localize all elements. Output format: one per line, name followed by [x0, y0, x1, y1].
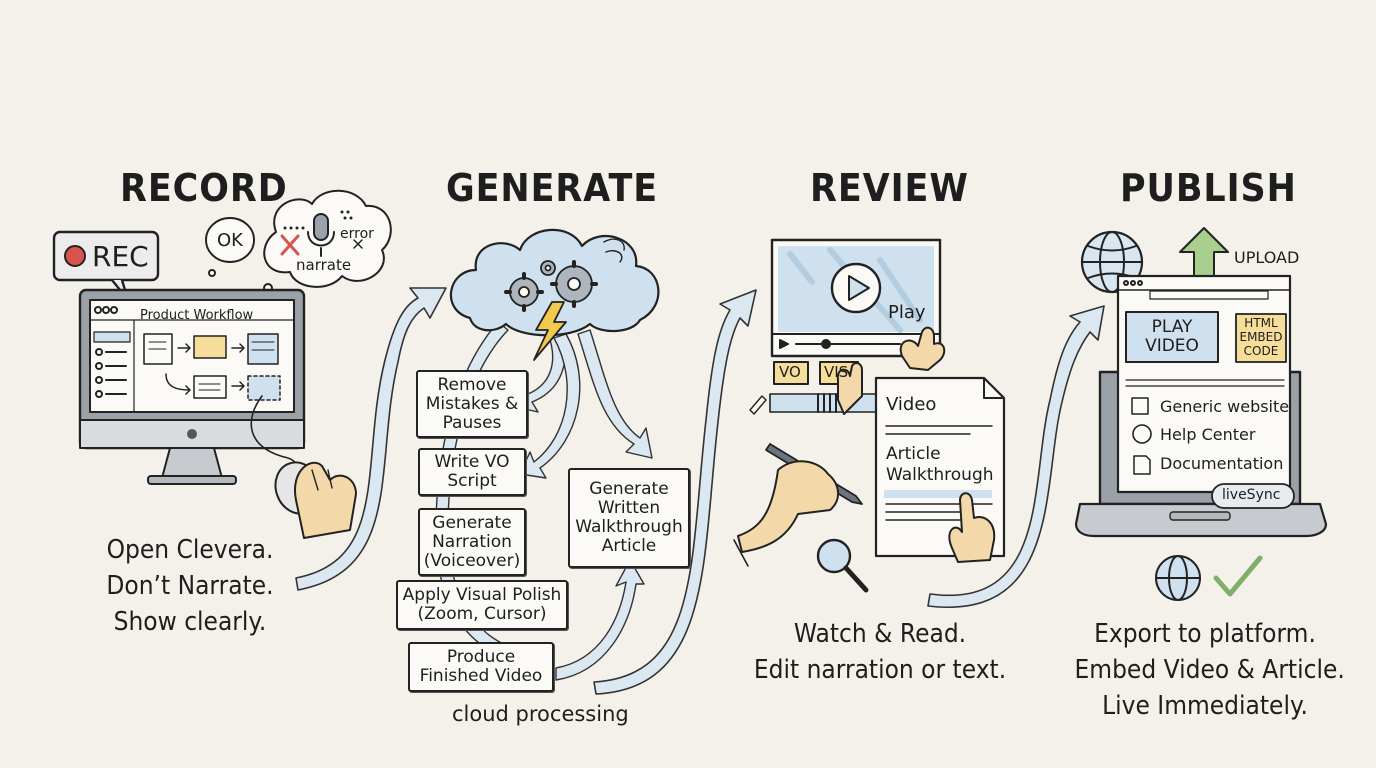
ok-label: OK	[217, 230, 243, 251]
timeline	[749, 361, 881, 415]
doc-article-label: Article Walkthrough	[886, 444, 994, 485]
ok-bubble	[205, 217, 255, 277]
record-caption-line-1: Open Clevera.	[106, 535, 274, 565]
gear-icon	[504, 260, 598, 312]
thought-bubble	[254, 189, 392, 304]
flow-arrow-generate-to-review	[593, 289, 757, 695]
upload-label: UPLOAD	[1234, 248, 1300, 267]
pen-hand-icon	[733, 443, 863, 567]
pointer-hand-icon	[899, 326, 946, 371]
step-generate-narration: Generate Narration (Voiceover)	[418, 508, 526, 576]
record-caption-line-3: Show clearly.	[113, 607, 267, 637]
rec-label: REC	[92, 240, 149, 273]
vis-tag: VIS	[824, 363, 849, 381]
publish-caption-line-1: Export to platform.	[1094, 619, 1316, 649]
publish-caption-line-3: Live Immediately.	[1102, 691, 1308, 721]
rec-bubble	[52, 230, 160, 302]
thought-narrate-label: narrate	[296, 256, 352, 274]
flow-arrow-record-to-generate	[295, 287, 447, 591]
generate-header: GENERATE	[446, 166, 659, 210]
mouse-hand-icon	[250, 395, 357, 539]
step-produce-video: Produce Finished Video	[408, 642, 554, 692]
vo-tag: VO	[779, 363, 801, 381]
embed-code-block: HTML EMBED CODE	[1239, 316, 1283, 358]
review-caption-line-1: Watch & Read.	[793, 619, 967, 649]
thought-error-label: error	[340, 226, 374, 242]
review-header: REVIEW	[810, 166, 969, 210]
step-write-vo-script: Write VO Script	[418, 448, 526, 496]
browser-window	[1116, 274, 1295, 509]
step-generate-article: Generate Written Walkthrough Article	[568, 468, 690, 568]
publish-caption: Export to platform. Embed Video & Articl…	[1074, 616, 1345, 724]
live-sync-badge: liveSync	[1222, 487, 1281, 503]
record-caption: Open Clevera. Don’t Narrate. Show clearl…	[82, 532, 298, 640]
review-caption: Watch & Read. Edit narration or text.	[745, 616, 1015, 688]
globe-small-icon	[1155, 555, 1201, 601]
upload-arrow-icon	[1179, 227, 1229, 277]
publish-caption-line-2: Embed Video & Article.	[1074, 655, 1345, 685]
step-remove-mistakes: Remove Mistakes & Pauses	[416, 370, 528, 438]
microphone-icon	[307, 213, 335, 257]
video-player	[770, 238, 942, 358]
article-document	[874, 376, 1006, 563]
error-x-icon	[280, 234, 300, 256]
record-caption-line-2: Don’t Narrate.	[106, 571, 274, 601]
step-apply-visual-polish: Apply Visual Polish (Zoom, Cursor)	[396, 580, 568, 630]
play-video-button: PLAY VIDEO	[1145, 317, 1199, 356]
record-header: RECORD	[120, 166, 288, 210]
checkmark-icon	[1213, 555, 1263, 597]
magnifier-icon	[816, 538, 869, 593]
screen-title: Product Workflow	[140, 308, 254, 323]
generate-caption: cloud processing	[452, 702, 629, 726]
platform-generic-website: Generic website	[1160, 397, 1290, 416]
play-label: Play	[888, 302, 926, 323]
publish-header: PUBLISH	[1120, 166, 1297, 210]
desktop-monitor	[78, 288, 306, 485]
platform-documentation: Documentation	[1160, 454, 1284, 473]
doc-video-label: Video	[886, 394, 937, 415]
lightning-icon	[533, 301, 567, 361]
flow-arrow-review-to-publish	[927, 305, 1105, 609]
platform-help-center: Help Center	[1160, 425, 1256, 444]
review-caption-line-2: Edit narration or text.	[753, 655, 1007, 685]
